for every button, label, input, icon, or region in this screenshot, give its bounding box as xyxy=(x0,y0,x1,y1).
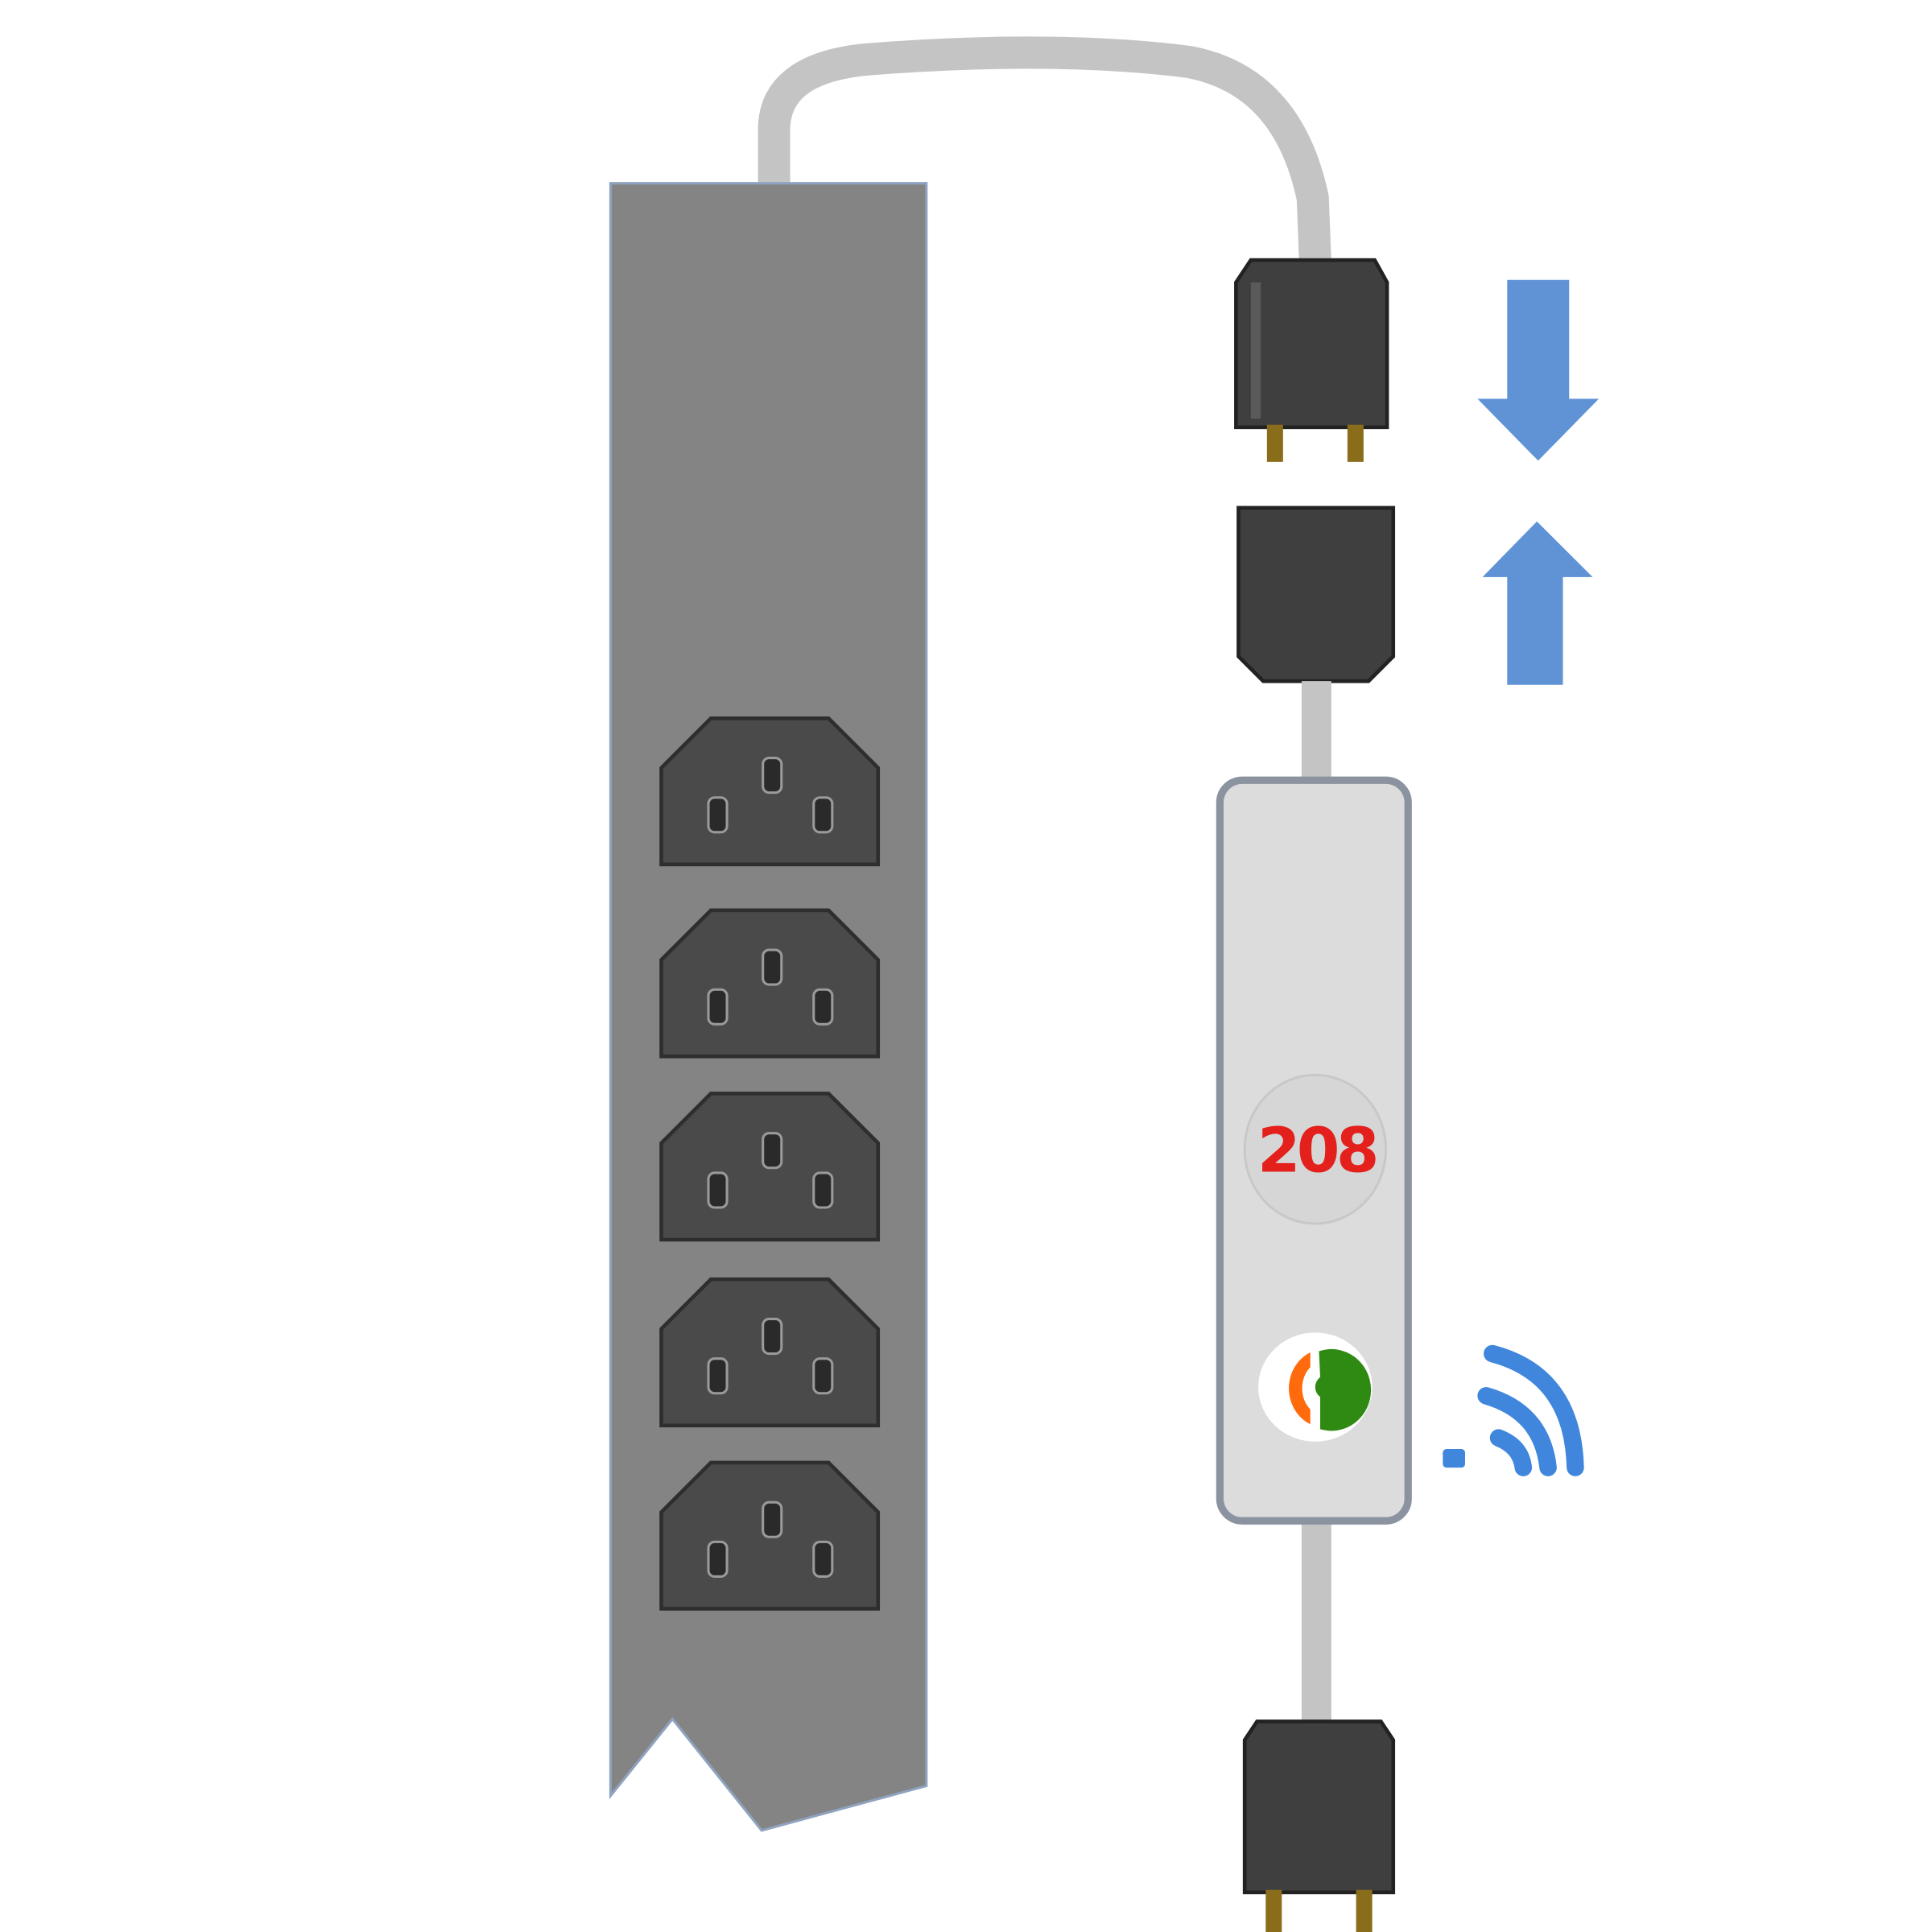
outlet-slot xyxy=(762,757,783,795)
outlet-slot xyxy=(762,1132,783,1170)
display-window xyxy=(1243,1073,1388,1225)
plug-pin xyxy=(1356,1889,1373,1932)
outlet-socket xyxy=(659,1092,881,1242)
plug-top xyxy=(1234,258,1389,462)
outlet-socket xyxy=(659,908,881,1059)
outlet-slot xyxy=(707,796,729,834)
outlet-slot xyxy=(762,1501,783,1538)
logo-icon xyxy=(1258,1332,1373,1442)
outlet-socket xyxy=(659,716,881,867)
voltage-display: 208 xyxy=(1257,1115,1376,1187)
outlet-slot xyxy=(812,988,834,1026)
plug-pin xyxy=(1266,424,1283,462)
outlet-slot xyxy=(812,1540,834,1579)
outlet-slot xyxy=(762,1317,783,1356)
outlet-slot xyxy=(707,1171,729,1209)
plug-pin xyxy=(1347,424,1364,462)
socket-connector xyxy=(1236,506,1396,683)
outlet-socket xyxy=(659,1460,881,1611)
outlet-slot xyxy=(812,1171,834,1209)
outlet-slot xyxy=(812,796,834,834)
wifi-icon xyxy=(1443,1344,1584,1476)
arrow-up-icon xyxy=(1482,521,1593,685)
outlet-socket xyxy=(659,1277,881,1428)
outlet-slot xyxy=(707,1357,729,1395)
outlet-slot xyxy=(812,1357,834,1395)
plug-pin xyxy=(1265,1889,1282,1932)
outlet-slot xyxy=(707,1540,729,1579)
power-cable-top xyxy=(758,36,1331,279)
arrow-down-icon xyxy=(1477,279,1600,461)
outlet-slot xyxy=(762,948,783,986)
outlet-slot xyxy=(707,988,729,1026)
plug-bottom xyxy=(1242,1719,1396,1932)
monitoring-module: 208 xyxy=(1216,776,1412,1525)
